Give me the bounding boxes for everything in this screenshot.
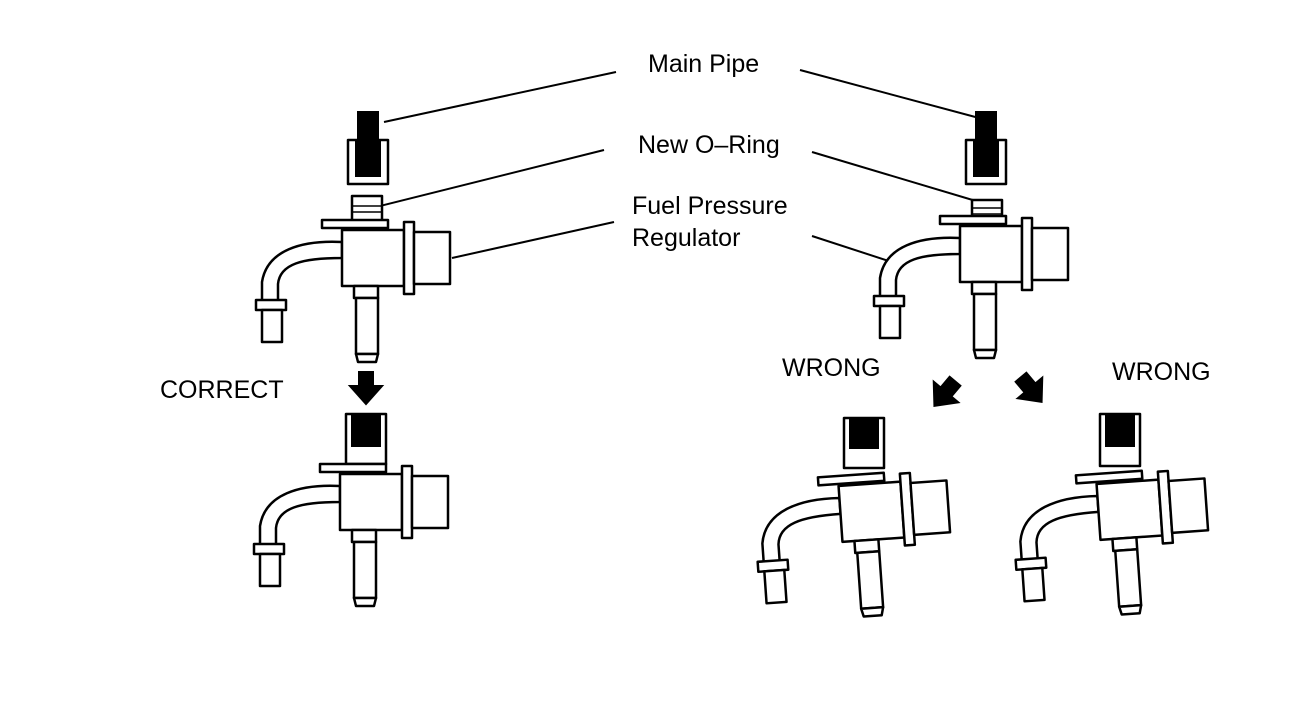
fuel-pressure-label-line1: Fuel Pressure bbox=[632, 192, 788, 220]
leader-o-ring-right bbox=[811, 151, 987, 205]
correct-installation bbox=[252, 412, 450, 608]
exploded-assembly-right bbox=[872, 110, 1070, 360]
exploded-assembly-left bbox=[254, 110, 452, 364]
wrong-installation-right bbox=[1008, 412, 1215, 623]
wrong-label-right: WRONG bbox=[1112, 358, 1211, 386]
leader-regulator-left bbox=[451, 221, 615, 259]
leader-main-pipe-right bbox=[799, 69, 995, 123]
arrow-down-right-icon bbox=[1007, 365, 1055, 414]
correct-label: CORRECT bbox=[160, 376, 284, 404]
main-pipe-label: Main Pipe bbox=[648, 50, 759, 78]
leader-o-ring-left bbox=[379, 149, 605, 207]
arrow-down-left-icon bbox=[921, 369, 969, 418]
fuel-pressure-label-line2: Regulator bbox=[632, 224, 740, 252]
arrow-down-icon bbox=[349, 371, 383, 405]
wrong-label-left: WRONG bbox=[782, 354, 881, 382]
wrong-installation-left bbox=[750, 416, 957, 625]
new-o-ring-label: New O–Ring bbox=[638, 131, 780, 159]
leader-main-pipe-left bbox=[383, 71, 617, 123]
